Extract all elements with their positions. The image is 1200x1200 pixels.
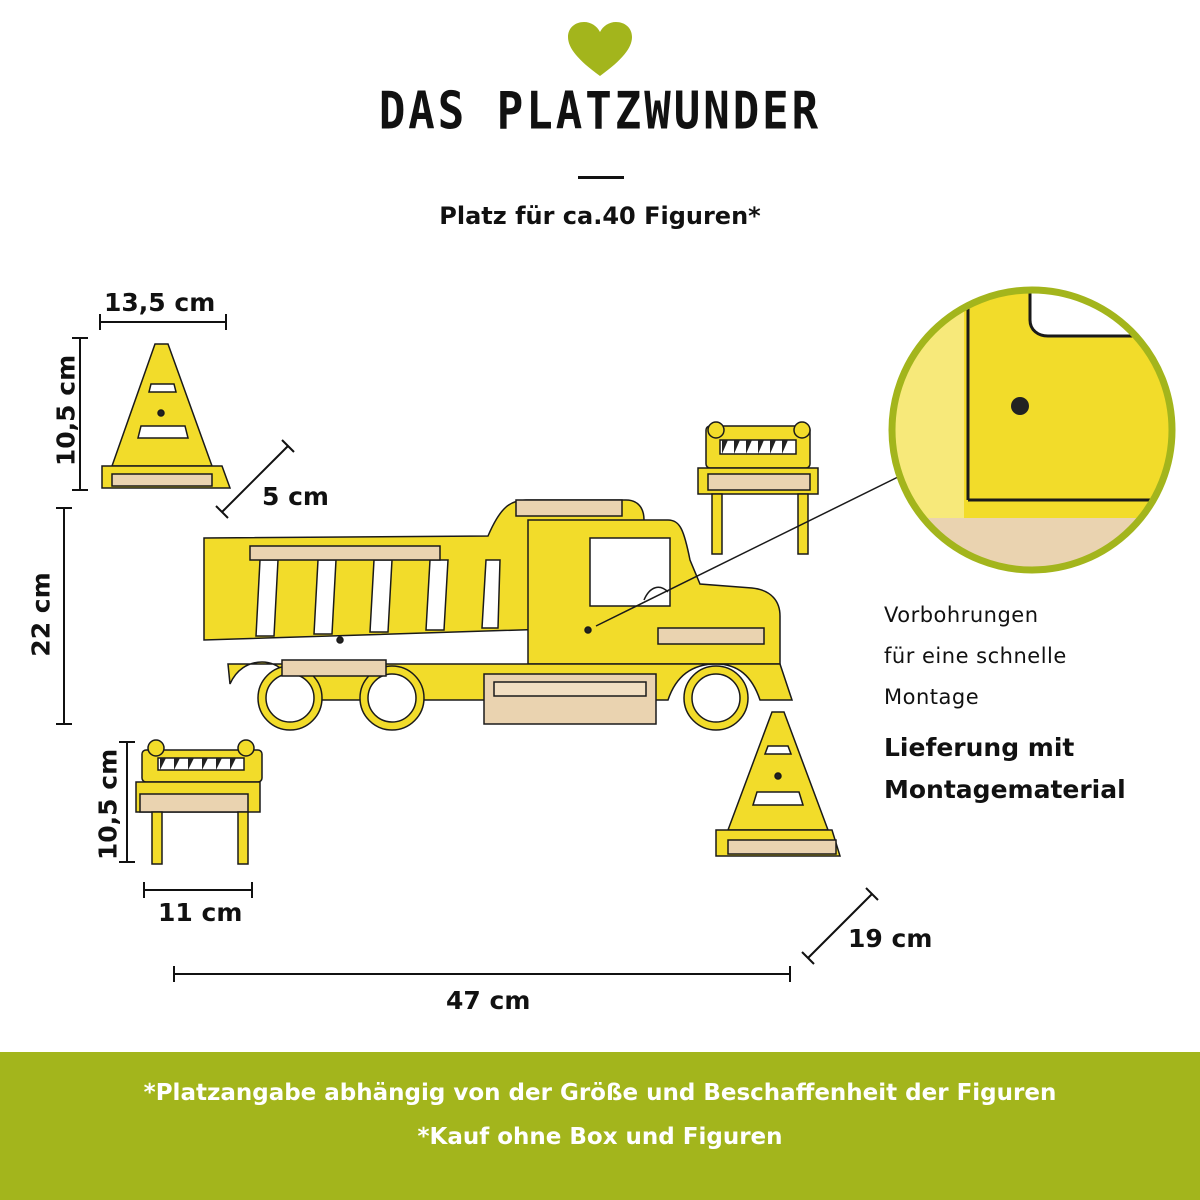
title-divider (578, 176, 624, 179)
dump-truck-shelf (203, 499, 794, 731)
cone-width-label: 13,5 cm (104, 288, 216, 317)
truck-height-label: 22 cm (26, 572, 56, 657)
delivery-note: Lieferung mit Montagematerial (884, 727, 1126, 811)
heart-icon (568, 22, 632, 76)
footer-note-figures: *Platzangabe abhängig von der Größe und … (143, 1080, 1057, 1106)
page-title: DAS PLATZWUNDER (378, 81, 822, 142)
pre-drill-note: Vorbohrungen für eine schnelle Montage (884, 594, 1067, 717)
pre-drill-line: für eine schnelle (884, 644, 1067, 668)
traffic-cone-shelf (101, 343, 232, 489)
road-barrier-shelf (135, 739, 263, 865)
shelf-depth-label: 5 cm (262, 482, 329, 511)
road-barrier-shelf (697, 421, 819, 555)
delivery-line: Montagematerial (884, 775, 1126, 804)
detail-zoom-circle (892, 290, 1172, 570)
traffic-cone-shelf (715, 711, 842, 857)
delivery-line: Lieferung mit (884, 733, 1075, 762)
barrier-width-label: 11 cm (158, 898, 243, 927)
pre-drill-line: Vorbohrungen (884, 603, 1039, 627)
pre-drill-line: Montage (884, 685, 980, 709)
footer-banner: *Platzangabe abhängig von der Größe und … (0, 1052, 1200, 1200)
footer-note-purchase: *Kauf ohne Box und Figuren (417, 1124, 783, 1150)
cone-height-label: 10,5 cm (51, 354, 81, 467)
total-width-label: 47 cm (446, 986, 531, 1015)
barrier-height-label: 10,5 cm (93, 748, 123, 861)
total-depth-label: 19 cm (848, 924, 933, 953)
page-subtitle: Platz für ca.40 Figuren* (439, 202, 761, 230)
